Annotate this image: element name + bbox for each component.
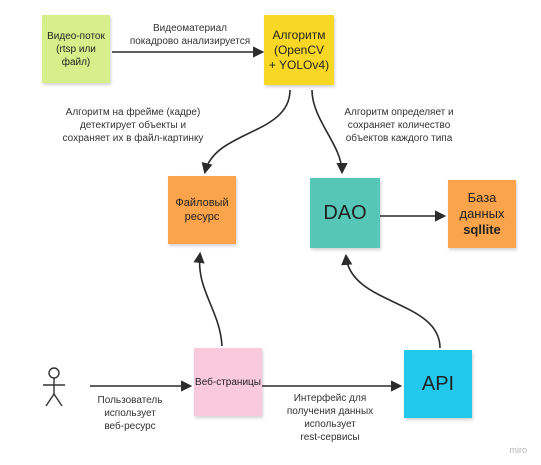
- edge-web-to-file: [193, 251, 223, 347]
- person-icon: [43, 367, 65, 407]
- node-algorithm[interactable]: Алгоритм (OpenCV + YOLOv4): [264, 15, 334, 85]
- node-algorithm-text: Алгоритм (OpenCV + YOLOv4): [268, 27, 330, 72]
- edge-api-to-dao: [341, 253, 441, 349]
- node-dao-text: DAO: [323, 201, 367, 224]
- node-api-text: API: [421, 372, 455, 395]
- node-api[interactable]: API: [404, 350, 472, 418]
- label-user-to-web: Пользователь использует веб-ресурс: [97, 395, 163, 432]
- watermark: miro: [509, 445, 528, 455]
- node-database[interactable]: База данных sqllite: [448, 180, 516, 248]
- label-video-to-algo: Видеоматериал покадрово анализируется: [129, 23, 251, 47]
- node-web-pages-text: Веб-страницы: [195, 376, 261, 388]
- label-algo-to-dao: Алгоритм определяет и сохраняет количест…: [344, 107, 454, 144]
- node-video-stream-text: Видео-поток (rtsp или файл): [47, 30, 105, 68]
- node-file-resource[interactable]: Файловый ресурс: [168, 176, 236, 244]
- node-file-resource-text: Файловый ресурс: [175, 197, 229, 223]
- node-dao[interactable]: DAO: [310, 178, 380, 248]
- node-video-stream[interactable]: Видео-поток (rtsp или файл): [42, 15, 110, 83]
- label-algo-to-file: Алгоритм на фрейме (кадре) детектирует о…: [62, 107, 204, 144]
- edge-algo-to-dao: [311, 89, 348, 175]
- edge-algo-to-file: [201, 89, 291, 175]
- node-database-text: База данных: [459, 190, 505, 221]
- label-web-to-api: Интерфейс для получения данных используе…: [286, 393, 374, 443]
- node-database-engine: sqllite: [463, 222, 501, 237]
- node-web-pages[interactable]: Веб-страницы: [194, 348, 262, 416]
